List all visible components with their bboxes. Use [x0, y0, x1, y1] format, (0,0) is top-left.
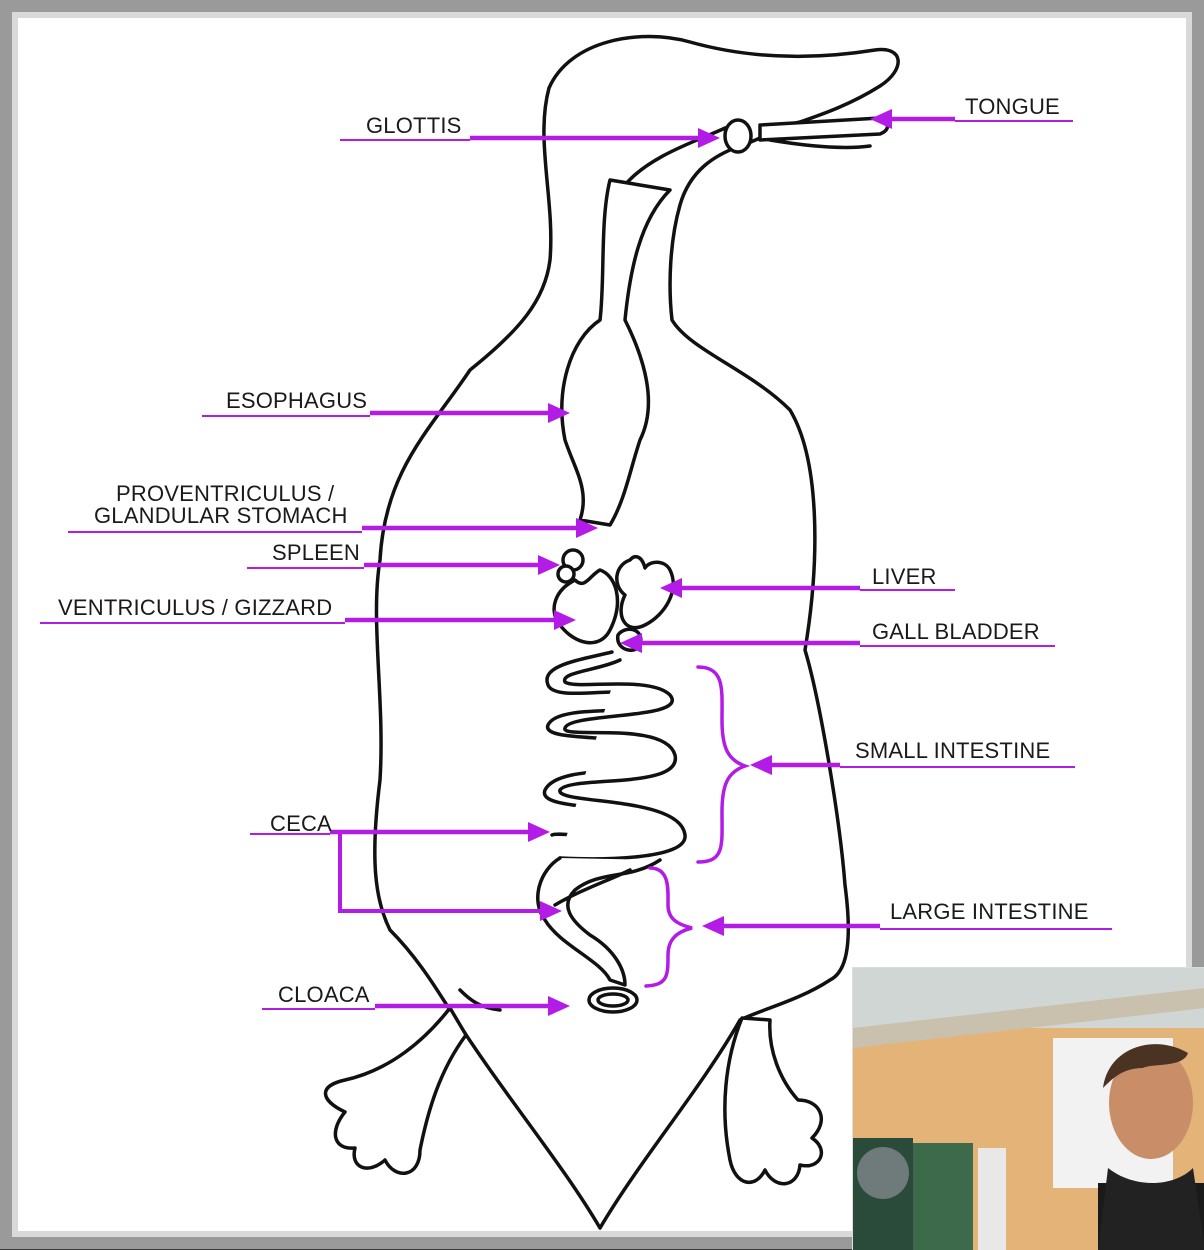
label-proventriculus-line2: GLANDULAR STOMACH: [94, 503, 348, 528]
label-liver: LIVER: [872, 564, 937, 589]
person-video-feed-icon: [853, 968, 1204, 1250]
label-tongue: TONGUE: [965, 94, 1060, 119]
label-large-intestine: LARGE INTESTINE: [890, 899, 1089, 924]
label-cloaca: CLOACA: [278, 982, 370, 1007]
label-small-intestine: SMALL INTESTINE: [855, 738, 1050, 763]
glottis-shape: [725, 120, 751, 152]
label-glottis: GLOTTIS: [366, 113, 462, 138]
label-ceca: CECA: [270, 811, 332, 836]
label-esophagus: ESOPHAGUS: [226, 388, 367, 413]
webcam-video-feed: [852, 967, 1204, 1250]
label-gall-bladder: GALL BLADDER: [872, 619, 1040, 644]
label-spleen: SPLEEN: [272, 540, 360, 565]
label-ventriculus: VENTRICULUS / GIZZARD: [58, 595, 332, 620]
